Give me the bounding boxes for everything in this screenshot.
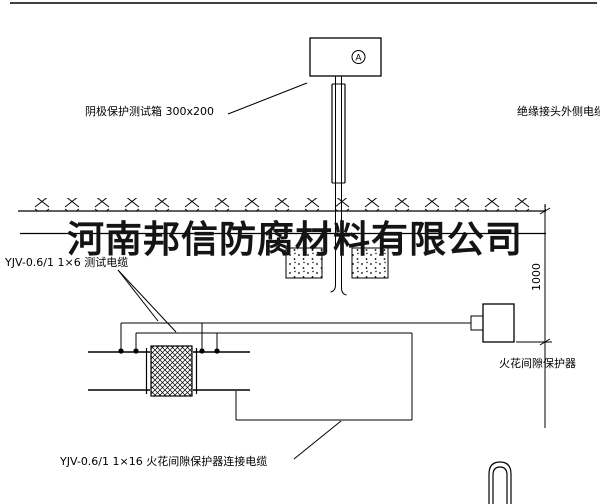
anchor-block-right: [351, 247, 389, 279]
spark-gap-protector: [470, 303, 515, 343]
test-box-group: A: [309, 37, 382, 77]
leader-test-box-label: [227, 82, 308, 115]
cable-hook-left: [330, 284, 336, 293]
bottom-cable-label: YJV-0.6/1 1×16 火花间隙保护器连接电缆: [60, 455, 268, 468]
test-box-label: 阴极保护测试箱 300x200: [85, 105, 214, 118]
meter-circle: [351, 50, 366, 64]
pipe-right-section: [193, 351, 250, 391]
cable-routing: [120, 322, 471, 421]
pipe-left-section: [88, 351, 150, 391]
leader-lines: [117, 82, 342, 460]
anchor-blocks: [285, 247, 389, 279]
cable-hook-right: [341, 287, 347, 296]
ground-hatch-marks: [20, 198, 546, 211]
pipeline-group: [88, 345, 250, 397]
anchor-block-left: [285, 247, 323, 279]
test-box: [309, 37, 382, 77]
spark-gap-label: 火花间隙保护器: [499, 357, 576, 370]
ground-line-group: [18, 198, 546, 235]
spark-gap-body: [482, 303, 515, 343]
leader-bottom-cable: [293, 420, 342, 460]
riser-arch-inner: [492, 466, 508, 504]
conduit-group: [330, 76, 347, 296]
test-cable-label: YJV-0.6/1 1×6 测试电缆: [5, 256, 129, 269]
spark-gap-terminal: [470, 315, 484, 331]
company-watermark: 河南邦信防腐材料有限公司: [67, 217, 523, 261]
leader-test-cable-2: [117, 269, 177, 333]
joint-outer-cable-label: 绝缘接头外侧电缆: [517, 105, 600, 118]
riser-arch-outer: [488, 461, 512, 504]
conduit-caps: [332, 83, 345, 184]
riser-symbol: [488, 461, 512, 504]
meter-letter: A: [355, 54, 362, 64]
dimension-value: 1000: [530, 263, 543, 291]
conduit-walls: [331, 84, 346, 183]
insulating-joint: [150, 345, 193, 397]
dimension-group: [516, 204, 552, 428]
dimension-tick-bottom: [539, 338, 551, 346]
dimension-tick-top: [539, 207, 551, 215]
leader-test-cable-1: [117, 269, 159, 322]
